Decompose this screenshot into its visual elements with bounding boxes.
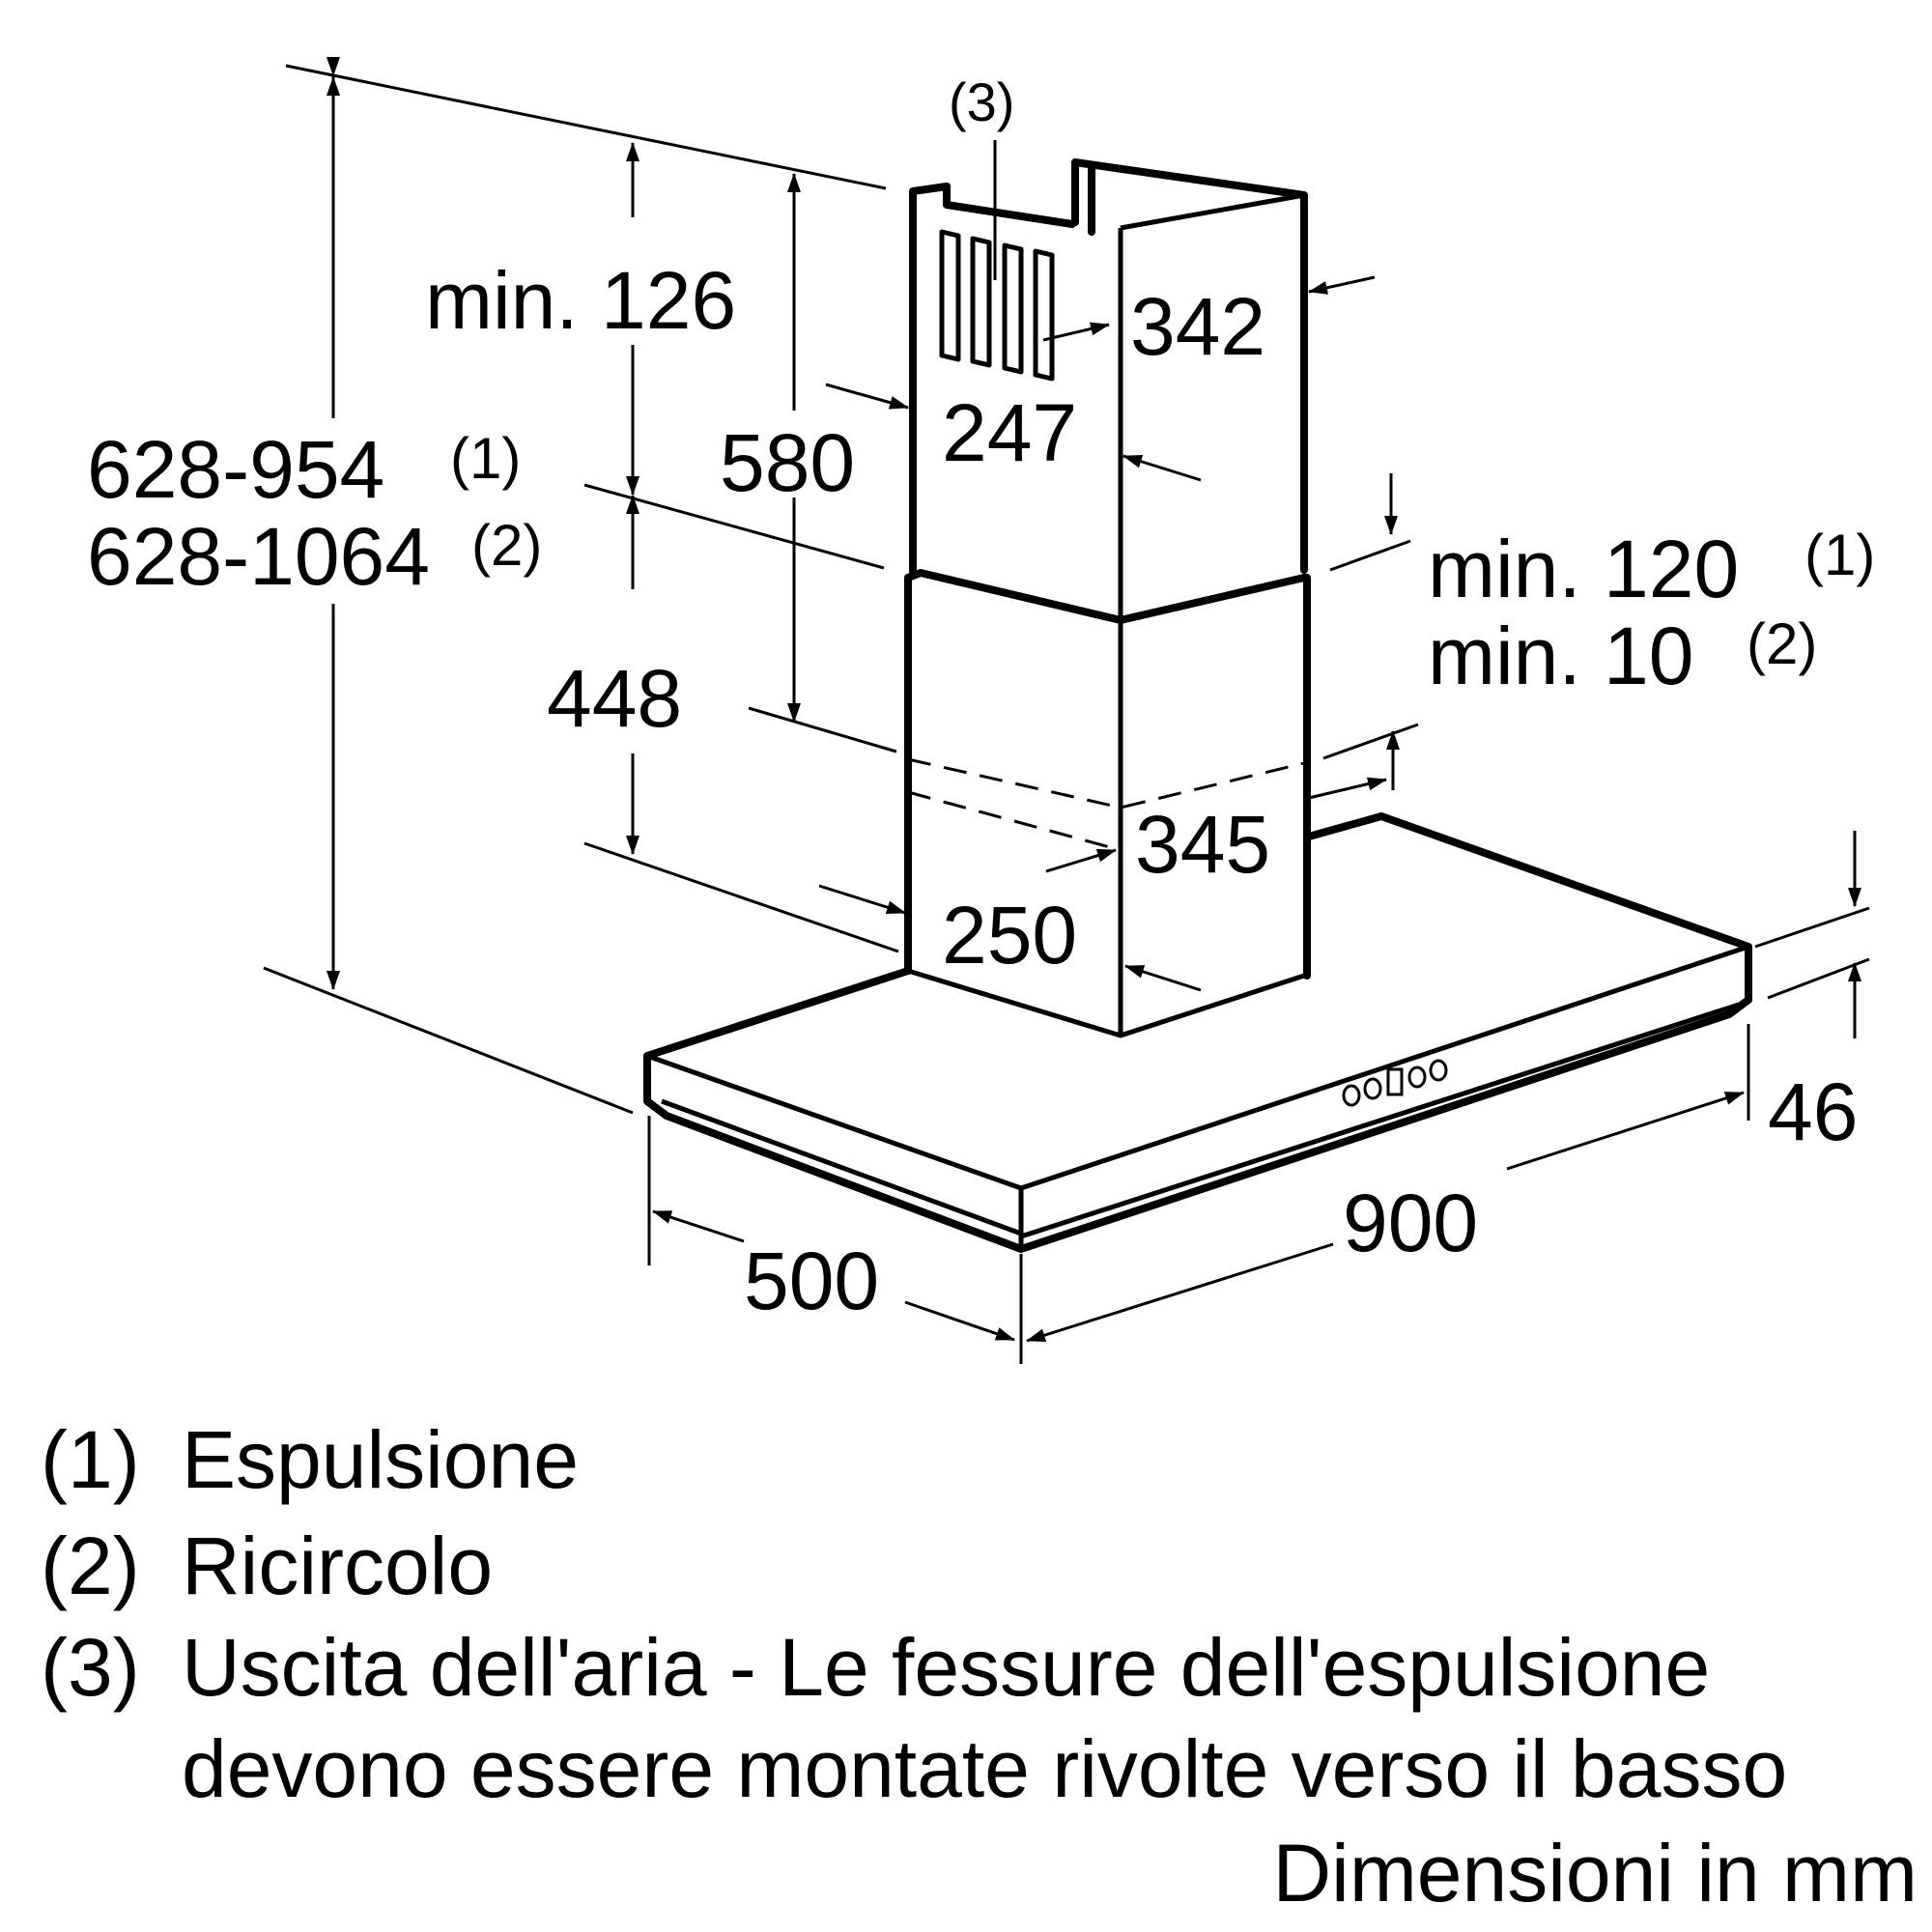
dim-chimney-lower: 448 [547,653,682,744]
control-panel [1342,1059,1448,1107]
legend-num-2: (2) [41,1520,140,1611]
air-outlet-slots [939,229,1055,382]
dim-gap-2-note: (2) [1747,611,1817,676]
dim-total-height-2: 628-1064 [87,511,430,602]
lower-chimney [904,569,1311,1038]
upper-chimney [909,158,1308,620]
dim-canopy-height: 46 [1768,1066,1858,1157]
dim-canopy-width: 900 [1343,1178,1478,1268]
legend-text-2: Ricircolo [182,1520,493,1611]
dim-gap-2: min. 10 [1428,611,1693,701]
legend-num-1: (1) [41,1414,140,1505]
dim-canopy-depth: 500 [744,1236,879,1326]
dim-upper-width: 342 [1130,281,1265,372]
dim-total-height-1-note: (1) [450,426,521,491]
dim-gap-1: min. 120 [1428,524,1739,614]
dim-total-height-2-note: (2) [471,513,542,578]
units-note: Dimensioni in mm [1273,1828,1918,1918]
dim-lower-depth: 250 [942,890,1077,980]
dimension-lines [263,57,1870,1364]
outlet-marker: (3) [949,71,1014,132]
dim-min-top: min. 126 [425,255,736,346]
canopy [643,812,1752,1253]
legend-text-1: Espulsione [182,1414,579,1505]
dim-total-height-1: 628-954 [87,424,384,515]
legend-text-3b: devono essere montate rivolte verso il b… [182,1723,1787,1814]
legend-text-3: Uscita dell'aria - Le fessure dell'espul… [182,1622,1710,1713]
dim-chimney-upper: 580 [720,417,855,508]
dim-upper-depth: 247 [942,387,1077,478]
dim-gap-1-note: (1) [1804,523,1875,587]
legend-num-3: (3) [41,1622,140,1713]
dim-lower-width: 345 [1135,799,1270,890]
legend: (1) Espulsione (2) Ricircolo (3) Uscita … [41,1414,1787,1814]
